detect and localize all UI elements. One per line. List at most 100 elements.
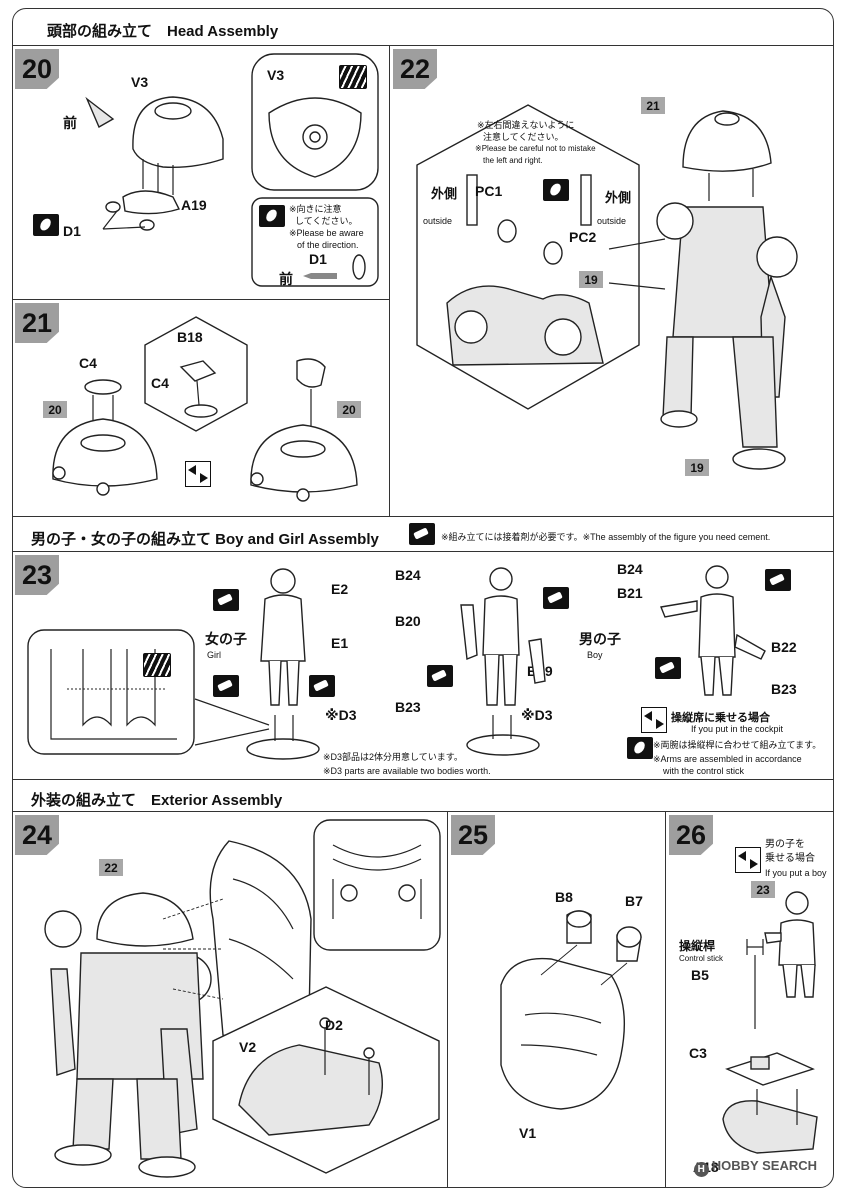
girl-label-en: Girl xyxy=(207,650,221,660)
d3-note-jp: ※D3部品は2体分用意しています。 xyxy=(323,752,463,762)
paint-icon xyxy=(33,214,59,236)
direction-note-jp2: してください。 xyxy=(295,216,358,226)
divider xyxy=(13,779,833,780)
cockpit-label-en: If you put in the cockpit xyxy=(691,724,784,734)
hex-detail-pc xyxy=(416,104,640,410)
step-number-26: 26 xyxy=(669,815,713,855)
instruction-sheet: 頭部の組み立て Head Assembly 20 V3 前 A19 D1 V3 … xyxy=(12,8,834,1188)
hex-detail-v2 xyxy=(212,986,440,1174)
part-label-e1: E1 xyxy=(331,635,349,651)
boy-label-en: Boy xyxy=(587,650,603,660)
part-label-v1: V1 xyxy=(519,1125,537,1141)
step-number-23: 23 xyxy=(15,555,59,595)
part-label-c4-detail: C4 xyxy=(151,375,169,391)
leg-detail-box xyxy=(27,629,195,755)
dome-with-cap xyxy=(52,379,158,496)
divider xyxy=(447,811,448,1187)
girl-figure xyxy=(246,568,320,760)
ref-step-22: 22 xyxy=(99,859,123,876)
cement-icon xyxy=(655,657,681,679)
note-label-d1: D1 xyxy=(309,251,327,267)
ref-step-21: 21 xyxy=(641,97,665,114)
part-label-pc2: PC2 xyxy=(569,229,597,245)
detail-bubble xyxy=(313,819,441,951)
front-label: 前 xyxy=(63,115,77,131)
arms-note-en2: with the control stick xyxy=(663,766,745,776)
part-label-d3-boy: ※D3 xyxy=(521,707,553,723)
part-label-e2: E2 xyxy=(331,581,349,597)
lr-note-jp2: 注意してください。 xyxy=(483,132,564,142)
detail-label-v3: V3 xyxy=(267,67,285,83)
seated-boy xyxy=(764,891,816,998)
watermark-text: HOBBY SEARCH xyxy=(711,1158,817,1173)
head-dome-illustration xyxy=(85,96,224,231)
part-label-b21: B21 xyxy=(617,585,643,601)
flip-view-icon xyxy=(641,707,667,733)
part-label-b24: B24 xyxy=(395,567,421,583)
cement-note: ※組み立てには接着剤が必要です。※The assembly of the fig… xyxy=(441,532,771,542)
part-label-b23: B23 xyxy=(395,699,421,715)
cement-icon xyxy=(409,523,435,545)
outside-right-jp: 外側 xyxy=(605,190,632,205)
part-label-c3: C3 xyxy=(689,1045,707,1061)
boy-note-jp2: 乗せる場合 xyxy=(765,853,815,864)
callout-lines xyxy=(608,238,666,290)
v1-shell xyxy=(500,910,642,1110)
outside-left-jp: 外側 xyxy=(431,186,458,201)
boy-cockpit-figure xyxy=(660,565,766,696)
head-assembly-title: 頭部の組み立て Head Assembly xyxy=(47,23,279,40)
arms-note-en1: ※Arms are assembled in accordance xyxy=(653,754,802,764)
direction-note-en1: ※Please be aware xyxy=(289,228,364,238)
divider xyxy=(13,811,833,812)
control-stick-en: Control stick xyxy=(679,954,724,963)
watermark-logo: H xyxy=(693,1162,709,1177)
part-label-a19: A19 xyxy=(181,197,207,213)
cement-icon xyxy=(213,589,239,611)
step-number-25: 25 xyxy=(451,815,495,855)
exterior-assembly-title: 外装の組み立て Exterior Assembly xyxy=(31,792,283,809)
boy-note-en: If you put a boy xyxy=(765,868,827,878)
outside-right-en: outside xyxy=(597,216,627,226)
cement-icon xyxy=(309,675,335,697)
direction-note-en2: of the direction. xyxy=(297,240,359,250)
robot-side-illustration xyxy=(44,892,212,1178)
ref-step-19: 19 xyxy=(685,459,709,476)
boy-figure xyxy=(460,567,546,756)
lr-note-en2: the left and right. xyxy=(483,156,543,165)
cockpit-label-jp: 操縦席に乗せる場合 xyxy=(671,712,770,724)
outside-left-en: outside xyxy=(423,216,453,226)
robot-body-illustration xyxy=(656,110,798,470)
part-label-b23-cockpit: B23 xyxy=(771,681,797,697)
girl-label-jp: 女の子 xyxy=(205,631,247,647)
ref-step-20-right: 20 xyxy=(337,401,361,418)
callout-lines xyxy=(194,698,270,746)
ref-step-23: 23 xyxy=(751,881,775,898)
cement-icon xyxy=(765,569,791,591)
step-number-24: 24 xyxy=(15,815,59,855)
lr-note-jp1: ※左右間違えないように xyxy=(477,120,575,130)
part-label-pc1: PC1 xyxy=(475,183,503,199)
note-front-label: 前 xyxy=(279,271,293,287)
part-label-d2: D2 xyxy=(325,1017,343,1033)
part-label-d3-girl: ※D3 xyxy=(325,707,357,723)
step-number-20: 20 xyxy=(15,49,59,89)
part-label-b7: B7 xyxy=(625,893,643,909)
divider xyxy=(13,45,833,46)
divider xyxy=(13,299,389,300)
cement-icon xyxy=(427,665,453,687)
part-label-b24-cockpit: B24 xyxy=(617,561,643,577)
part-label-b18: B18 xyxy=(177,329,203,345)
flip-view-icon xyxy=(185,461,211,487)
ref-step-19-detail: 19 xyxy=(579,271,603,288)
part-label-v3: V3 xyxy=(131,74,149,90)
cement-icon xyxy=(543,587,569,609)
step-number-21: 21 xyxy=(15,303,59,343)
divider xyxy=(13,551,833,552)
paint-icon xyxy=(543,179,569,201)
figure-assembly-title: 男の子・女の子の組み立て Boy and Girl Assembly xyxy=(31,531,379,548)
divider xyxy=(389,45,390,516)
paint-icon xyxy=(259,205,285,227)
paint-icon xyxy=(627,737,653,759)
boy-label-jp: 男の子 xyxy=(579,631,621,647)
